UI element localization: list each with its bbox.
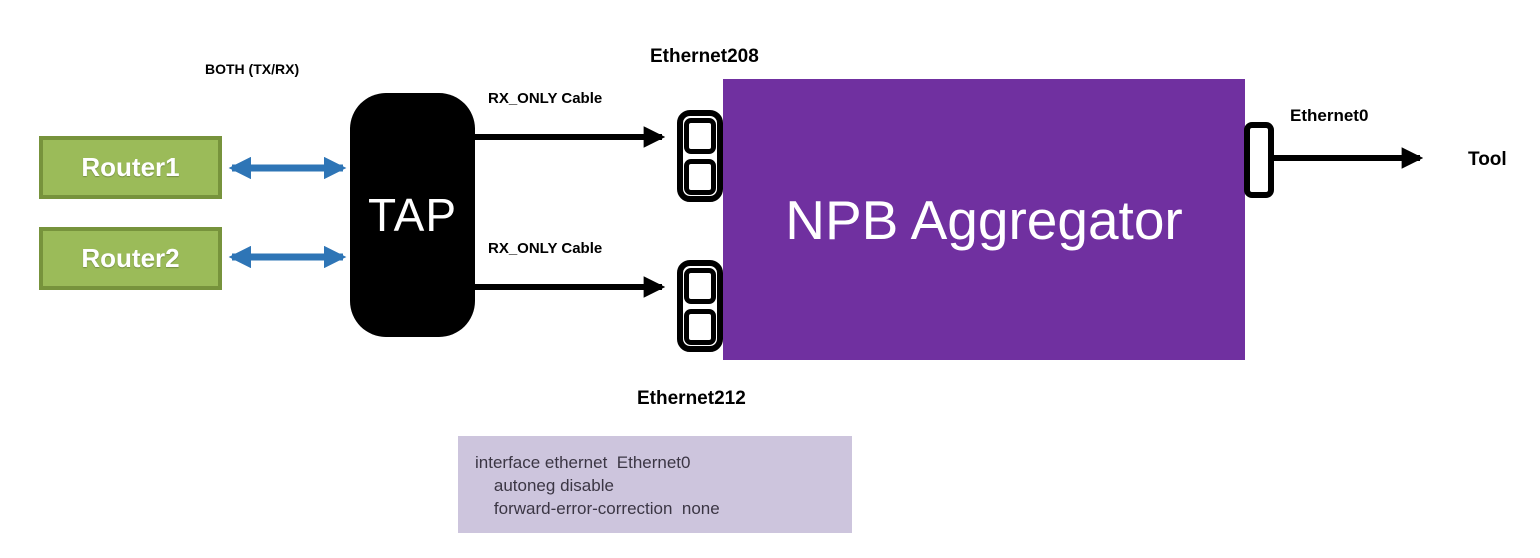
node-router1: Router1 xyxy=(39,136,222,199)
port-icon-ethernet208 xyxy=(677,110,723,202)
port-cell-icon xyxy=(684,267,716,304)
node-tap: TAP xyxy=(350,93,475,337)
port-cell-icon xyxy=(684,308,716,345)
port-cell-icon xyxy=(684,117,716,154)
tap-label: TAP xyxy=(367,189,458,241)
port-cell-icon xyxy=(684,158,716,195)
router2-label: Router2 xyxy=(81,243,180,273)
port-label-ethernet212: Ethernet212 xyxy=(637,388,746,409)
interface-config-text: interface ethernet Ethernet0 autoneg dis… xyxy=(458,436,852,520)
cable-label-rx-only-bottom: RX_ONLY Cable xyxy=(488,240,603,257)
config-line: interface ethernet Ethernet0 xyxy=(475,453,691,472)
interface-config-box: interface ethernet Ethernet0 autoneg dis… xyxy=(458,436,852,533)
link-label-both-txrx: BOTH (TX/RX) xyxy=(205,61,300,77)
port-label-ethernet0: Ethernet0 xyxy=(1290,106,1369,125)
node-router2: Router2 xyxy=(39,227,222,290)
node-npb-aggregator: NPB Aggregator xyxy=(723,79,1245,360)
port-icon-ethernet0 xyxy=(1244,122,1274,198)
node-tool-label: Tool xyxy=(1468,149,1507,170)
config-line: autoneg disable xyxy=(475,476,614,495)
router1-label: Router1 xyxy=(81,152,180,182)
port-label-ethernet208: Ethernet208 xyxy=(650,46,759,67)
cable-label-rx-only-top: RX_ONLY Cable xyxy=(488,90,603,107)
npb-aggregator-label: NPB Aggregator xyxy=(785,188,1183,251)
config-line: forward-error-correction none xyxy=(475,499,720,518)
port-icon-ethernet212 xyxy=(677,260,723,352)
